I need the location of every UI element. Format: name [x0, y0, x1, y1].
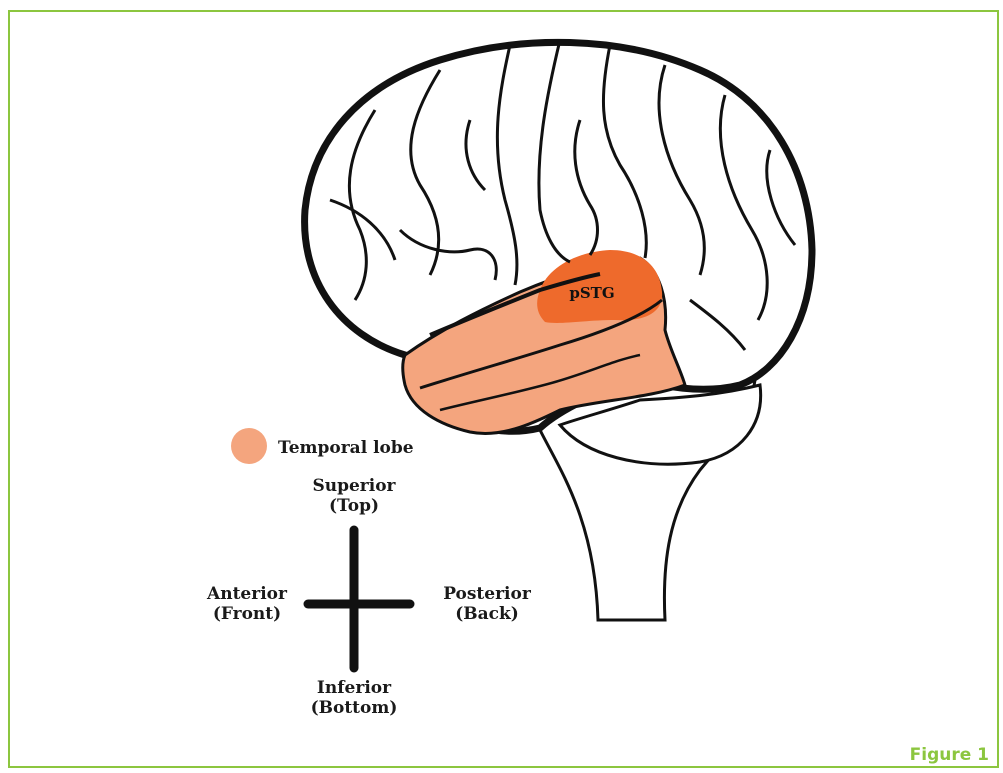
- orientation-compass: [308, 530, 410, 668]
- posterior-line2: (Back): [428, 604, 546, 624]
- pstg-label: pSTG: [552, 283, 632, 303]
- superior-label: Superior (Top): [294, 476, 414, 516]
- legend-swatch: [231, 428, 267, 464]
- superior-line1: Superior: [294, 476, 414, 496]
- inferior-line1: Inferior: [294, 678, 414, 698]
- anterior-line1: Anterior: [192, 584, 302, 604]
- superior-line2: (Top): [294, 496, 414, 516]
- figure-caption: Figure 1: [910, 745, 989, 765]
- legend-label: Temporal lobe: [278, 438, 414, 458]
- anterior-label: Anterior (Front): [192, 584, 302, 624]
- anterior-line2: (Front): [192, 604, 302, 624]
- inferior-line2: (Bottom): [294, 698, 414, 718]
- posterior-line1: Posterior: [428, 584, 546, 604]
- posterior-label: Posterior (Back): [428, 584, 546, 624]
- inferior-label: Inferior (Bottom): [294, 678, 414, 718]
